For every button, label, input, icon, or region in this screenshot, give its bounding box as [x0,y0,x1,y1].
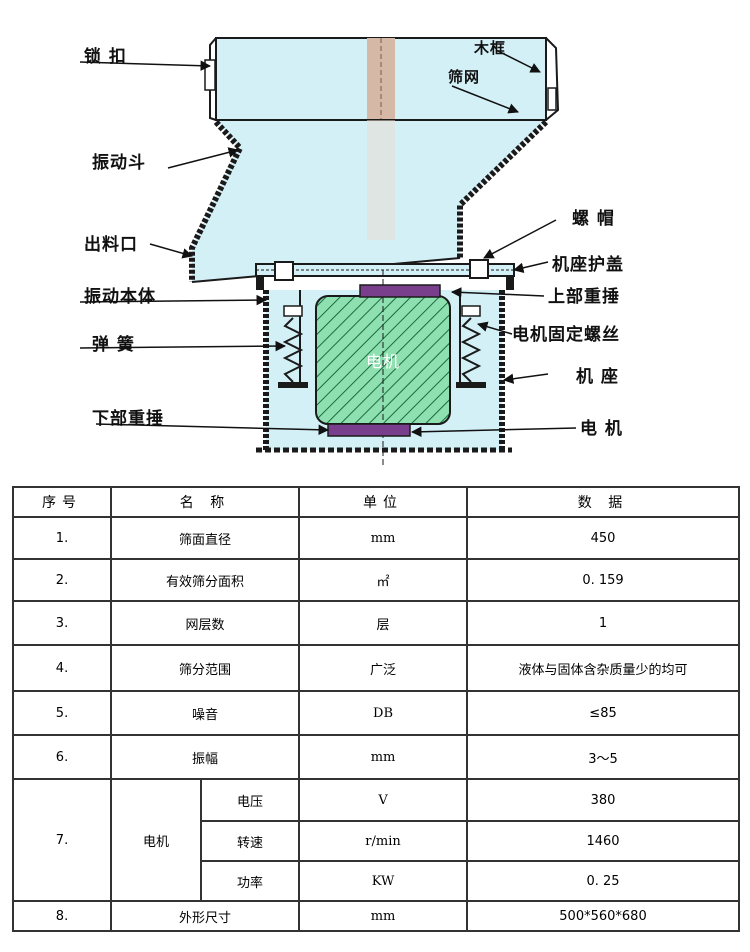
subrow-name: 转速 [199,820,301,862]
header-name: 名 称 [109,486,301,518]
table-row: 3. 网层数 层 1 [12,600,741,646]
row-no: 4. [12,644,112,692]
header-no: 序号 [12,486,112,518]
table-row: 6. 振幅 mm 3～5 [12,734,741,780]
label-mesh: 筛网 [448,68,481,86]
row-name: 外形尺寸 [109,900,301,932]
subrow-unit: r/min [298,820,469,862]
wood-frame [204,37,560,121]
row-no: 7. [12,778,112,902]
lower-weight [327,423,411,437]
table-row: 4. 筛分范围 广泛 液体与固体含杂质量少的均可 [12,644,741,692]
row-unit: mm [298,900,469,932]
table-row-motor: 转速 r/min 1460 [13,820,741,862]
row-unit: 层 [298,600,469,646]
row-no: 1. [12,516,112,560]
upper-weight [359,284,441,298]
subrow-unit: KW [298,860,469,902]
row-name-motor: 电机 [110,778,202,902]
row-unit: mm [298,734,469,780]
row-name: 振幅 [109,734,301,780]
spring-right [456,305,486,388]
label-lock: 锁 扣 [84,47,127,67]
leader-lines [79,49,577,438]
subrow-name: 功率 [199,860,301,902]
table-row-motor: 7. 电机 电压 V 380 [12,778,741,902]
row-value: 500*560*680 [466,900,741,932]
table-row: 1. 筛面直径 mm 450 [12,516,741,560]
row-unit: mm [298,516,469,560]
row-no: 6. [12,734,112,780]
label-upper-weight: 上部重捶 [548,287,620,307]
subrow-value: 1460 [466,820,741,862]
row-name: 有效筛分面积 [109,558,301,602]
label-outlet: 出料口 [84,235,138,255]
label-wood-frame: 木框 [474,39,507,57]
subrow-value: 380 [466,778,741,822]
header-data: 数 据 [466,486,741,518]
table-row: 8. 外形尺寸 mm 500*560*680 [12,900,741,932]
row-unit: ㎡ [298,558,469,602]
table-row: 5. 噪音 DB ≤85 [12,690,741,736]
table-row: 2. 有效筛分面积 ㎡ 0. 159 [12,558,741,602]
row-unit: DB [298,690,469,736]
label-base: 机 座 [576,367,619,387]
row-name: 噪音 [109,690,301,736]
subrow-name: 电压 [199,778,301,822]
vibrating-sieve-diagram [79,37,577,468]
label-motor-bolt: 电机固定螺丝 [512,325,620,345]
label-lower-weight: 下部重捶 [92,409,164,429]
table-row-motor: 功率 KW 0. 25 [13,860,741,902]
label-base-cover: 机座护盖 [552,255,624,275]
label-nut: 螺 帽 [572,209,615,229]
row-name: 网层数 [109,600,301,646]
label-vibrating-body: 振动本体 [84,287,156,307]
vibrating-hopper [189,119,549,283]
subrow-unit: V [298,778,469,822]
label-motor-center: 电机 [366,352,401,371]
spring-left [278,305,308,388]
row-name: 筛分范围 [109,644,301,692]
row-unit: 广泛 [298,644,469,692]
row-value: ≤85 [466,690,741,736]
header-unit: 单位 [298,486,469,518]
label-hopper: 振动斗 [92,153,146,173]
row-value: 1 [466,600,741,646]
row-no: 2. [12,558,112,602]
row-no: 8. [12,900,112,932]
table-header-row: 序号 名 称 单位 数 据 [12,486,741,518]
row-name: 筛面直径 [109,516,301,560]
spec-table: 序号 名 称 单位 数 据 1. 筛面直径 mm 450 2. 有效筛分面积 ㎡… [12,486,741,932]
row-value: 0. 159 [466,558,741,602]
label-motor: 电 机 [580,419,623,439]
row-value: 液体与固体含杂质量少的均可 [466,644,741,692]
row-no: 5. [12,690,112,736]
row-value: 450 [466,516,741,560]
label-spring: 弹 簧 [92,335,135,355]
row-no: 3. [12,600,112,646]
subrow-value: 0. 25 [466,860,741,902]
row-value: 3～5 [466,734,741,780]
